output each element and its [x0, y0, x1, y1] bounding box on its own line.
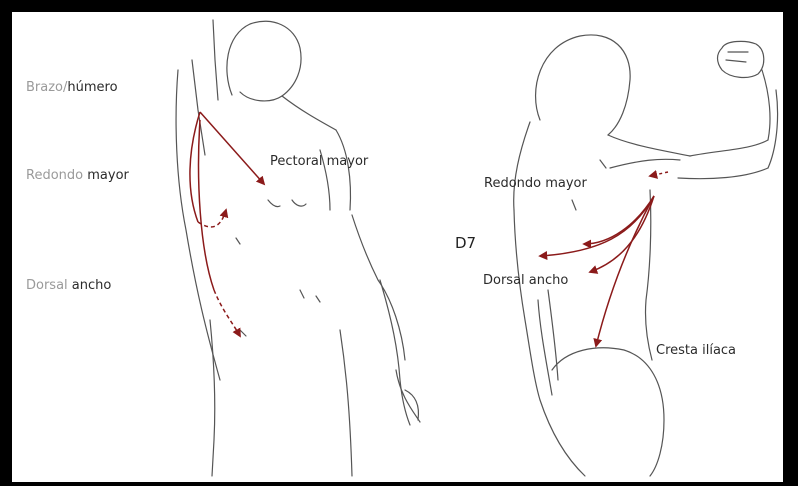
label-dorsal-ancho-back: Dorsal ancho	[483, 273, 568, 288]
front-arrows	[190, 112, 264, 336]
label-redondo-mayor-front: Redondo mayor	[26, 168, 129, 183]
label-redondo-mayor-back: Redondo mayor	[484, 176, 587, 191]
label-brazo: Brazo/	[26, 80, 67, 95]
label-humero: húmero	[67, 80, 117, 95]
label-pectoral-mayor: Pectoral mayor	[270, 154, 368, 169]
back-arrows	[540, 172, 668, 346]
label-brazo-humero: Brazo/húmero	[26, 80, 118, 95]
label-dorsal-ancho-front: Dorsal ancho	[26, 278, 111, 293]
front-figure	[176, 20, 420, 476]
label-dorsal: Dorsal	[26, 278, 68, 293]
label-ancho: ancho	[68, 278, 112, 293]
label-d7: D7	[455, 234, 476, 252]
label-cresta-iliaca: Cresta ilíaca	[656, 343, 736, 358]
label-redondo: Redondo	[26, 168, 83, 183]
label-mayor: mayor	[83, 168, 129, 183]
